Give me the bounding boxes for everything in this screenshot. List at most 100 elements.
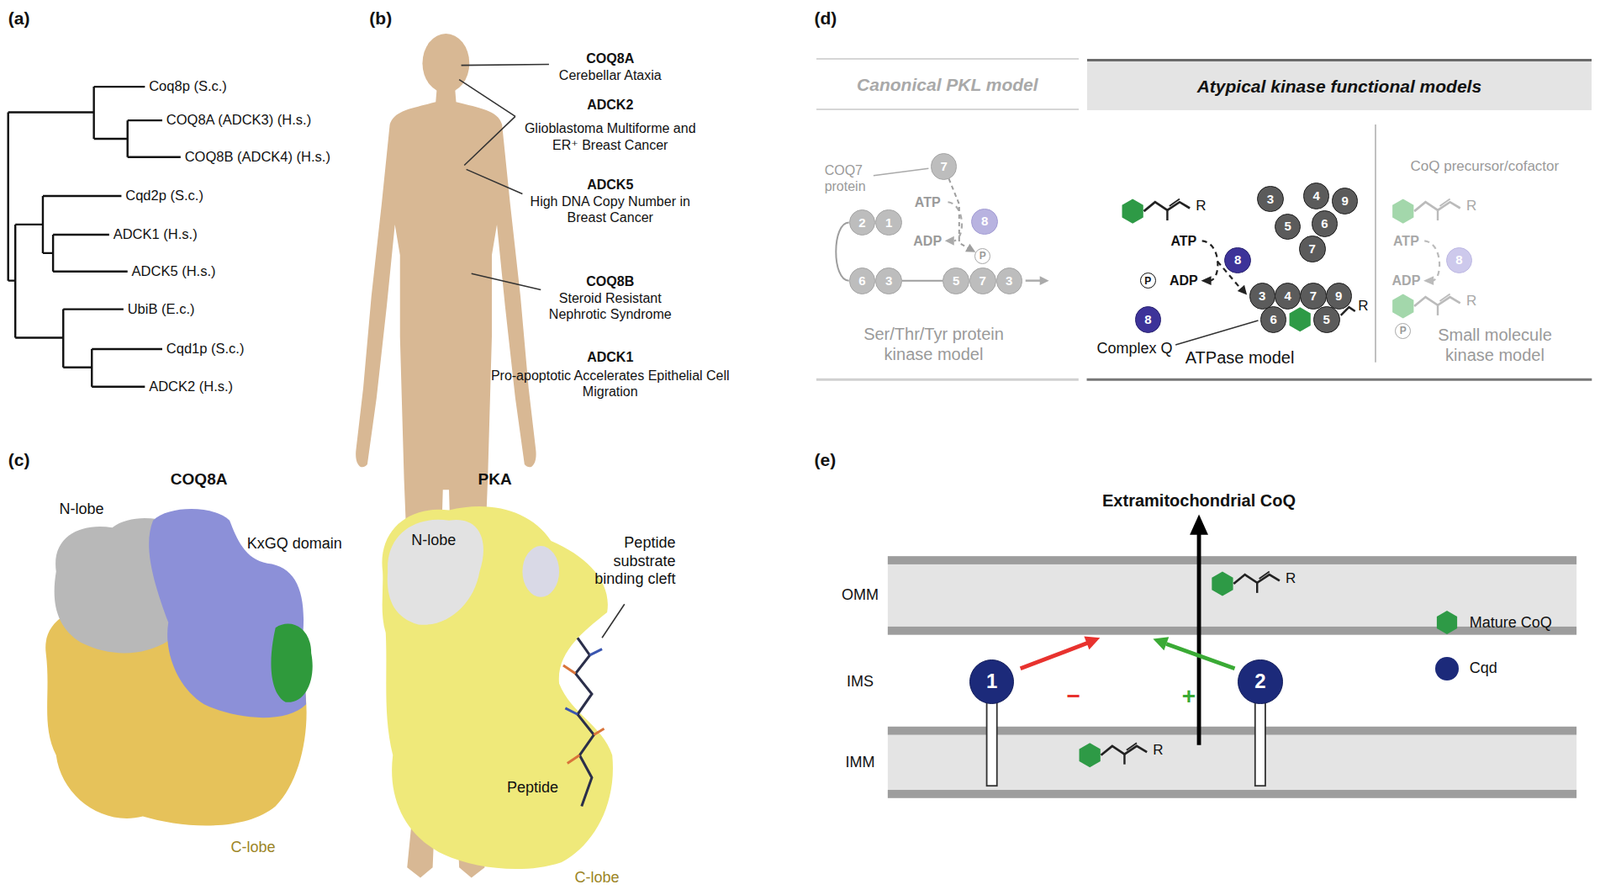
text-label: IMM <box>845 753 876 772</box>
text-label: R <box>1152 741 1163 759</box>
promote-arrow <box>1152 636 1235 668</box>
numbered-circle: 3 <box>1249 282 1277 310</box>
text-label: COQ8A (ADCK3) (H.s.) <box>166 111 312 129</box>
text-label: COQ8A <box>170 469 228 490</box>
membrane-anchor <box>1255 702 1266 786</box>
text-label: CoQ precursor/cofactor <box>1410 158 1560 175</box>
node-text: 8 <box>1455 252 1463 268</box>
leader-line <box>459 63 550 290</box>
numbered-circle: 9 <box>1325 282 1353 310</box>
text-label: PKA <box>478 469 513 490</box>
numbered-circle: 8 <box>1224 247 1252 275</box>
membrane-anchor <box>987 702 1266 786</box>
leader-line <box>601 603 625 638</box>
numbered-circle: 5 <box>942 267 970 295</box>
text-label: R <box>1466 292 1477 310</box>
node-text: 3 <box>1267 191 1274 207</box>
text-label: ATP <box>914 194 941 211</box>
text-label: ATP <box>1170 232 1197 249</box>
membrane <box>887 555 1577 565</box>
text-label: ADCK2 (H.s.) <box>148 378 233 396</box>
numbered-circle: 7 <box>1299 282 1327 310</box>
text-label: Extramitochondrial CoQ <box>1102 490 1296 511</box>
text-label: COQ8B <box>586 273 634 290</box>
text-label: Small molecule kinase model <box>1431 324 1558 365</box>
coq8a-surface <box>270 623 312 702</box>
peptide-sticks <box>563 637 605 806</box>
coq-molecule <box>1122 199 1144 224</box>
header-band: Atypical kinase functional models <box>1087 58 1593 111</box>
node-text: Atypical kinase functional models <box>1197 75 1482 97</box>
legend-swatch <box>1433 654 1461 682</box>
node-text: 4 <box>1312 188 1320 204</box>
text-label: (c) <box>8 448 31 470</box>
text-label: (b) <box>369 7 392 29</box>
text-label: KxGQ domain <box>247 534 343 554</box>
node-text: 7 <box>1309 241 1316 257</box>
cqd-circle: 2 <box>1237 659 1283 704</box>
numbered-circle: 6 <box>1311 210 1339 238</box>
text-label: C-lobe <box>230 838 275 857</box>
numbered-circle: 7 <box>930 153 958 180</box>
text-label: Coq8p (S.c.) <box>148 78 228 96</box>
coq-molecule <box>1211 570 1233 596</box>
node-text: 7 <box>939 158 947 175</box>
legend-circle <box>1435 656 1459 681</box>
leader-line <box>1175 320 1258 345</box>
export-arrow <box>1189 513 1209 534</box>
node-text: 7 <box>979 273 987 289</box>
coq-molecule <box>1143 199 1190 221</box>
arrow-head <box>1237 285 1247 296</box>
numbered-circle: 2 <box>849 209 877 237</box>
node-text: Canonical PKL model <box>856 73 1039 96</box>
node-text: 8 <box>1234 252 1241 268</box>
connector <box>835 222 849 281</box>
node-text: 8 <box>1144 311 1152 328</box>
node-text: 2 <box>1254 669 1266 694</box>
peptide-sticks <box>575 637 594 806</box>
coq-molecule <box>1233 570 1280 592</box>
text-label: ADCK1 <box>586 348 634 365</box>
connector <box>902 279 944 281</box>
phospho-circle: P <box>974 248 991 265</box>
leader-line <box>1175 320 1258 345</box>
promote-arrow <box>1166 644 1235 669</box>
text-label: R <box>1195 197 1206 215</box>
text-label: Cqd2p (S.c.) <box>125 187 204 205</box>
node-text: 7 <box>1309 288 1317 304</box>
node-text: 5 <box>1323 311 1331 328</box>
panel-rule <box>1374 124 1377 363</box>
text-label: COQ8A <box>586 50 634 67</box>
node-text: 3 <box>1258 288 1266 304</box>
membrane <box>887 555 1577 634</box>
legend-hexagon <box>1436 610 1458 634</box>
inhibit-arrow <box>1083 635 1100 650</box>
arrow-head <box>1423 275 1434 286</box>
text-label: R <box>1466 197 1477 215</box>
node-text: 4 <box>1283 288 1291 304</box>
text-label: High DNA Copy Number in Breast Cancer <box>511 193 709 226</box>
text-label: (d) <box>813 7 837 29</box>
panel-rule <box>816 124 1592 380</box>
panel-rule <box>816 378 1079 381</box>
node-text: 2 <box>858 215 866 231</box>
coq-precursor <box>1414 293 1461 315</box>
text-label: Pro-apoptotic Accelerates Epithelial Cel… <box>475 367 745 400</box>
coq-molecule <box>1289 306 1311 332</box>
numbered-circle: 7 <box>969 267 997 295</box>
numbered-circle: 3 <box>996 267 1024 295</box>
text-label: Cerebellar Ataxia <box>559 67 662 84</box>
export-arrow <box>1197 532 1202 745</box>
text-label: (e) <box>813 448 836 470</box>
arrow-head <box>945 236 955 246</box>
node-text: 3 <box>885 273 893 289</box>
numbered-circle: 4 <box>1274 282 1302 310</box>
peptide-sticks <box>563 665 605 763</box>
numbered-circle: 6 <box>849 267 877 295</box>
text-label: Glioblastoma Multiforme and ER⁺ Breast C… <box>511 120 709 153</box>
text-label: ADP <box>913 232 942 249</box>
text-label: Peptide substrate binding cleft <box>591 533 676 589</box>
arrow-head <box>1200 275 1247 295</box>
